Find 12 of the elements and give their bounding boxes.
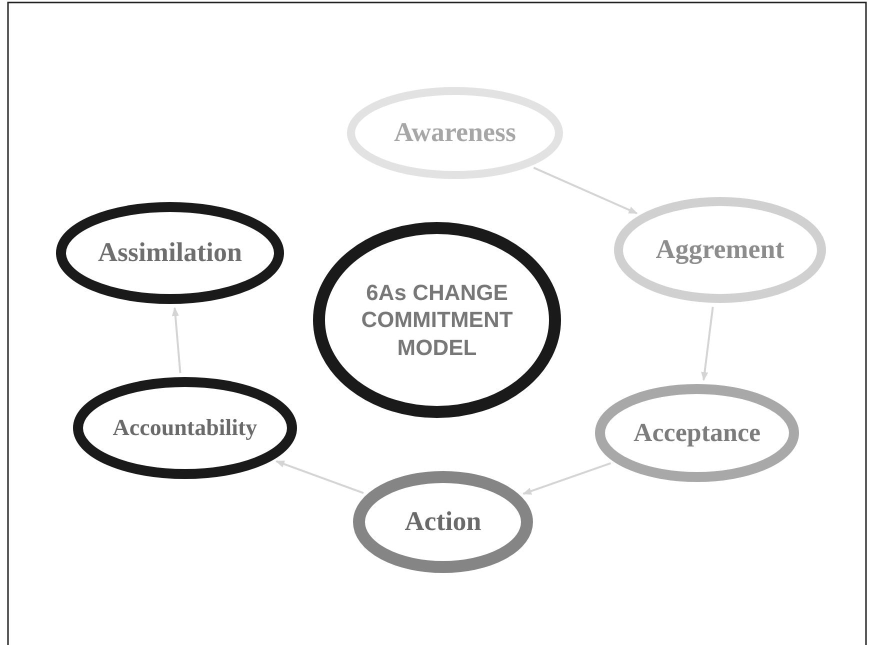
- arrow: [701, 306, 714, 382]
- stage-label: Assimilation: [98, 238, 242, 268]
- arrow: [533, 166, 638, 214]
- stage-label: Acceptance: [633, 418, 761, 448]
- arrow: [522, 462, 612, 495]
- arrow: [172, 307, 182, 374]
- stage-label: Aggrement: [656, 235, 784, 265]
- stage-label: Accountability: [112, 415, 258, 441]
- arrow: [275, 460, 364, 494]
- stage-label: Awareness: [394, 118, 516, 148]
- stage-label: Action: [404, 507, 482, 537]
- model-title: 6As CHANGE COMMITMENT MODEL: [361, 278, 513, 362]
